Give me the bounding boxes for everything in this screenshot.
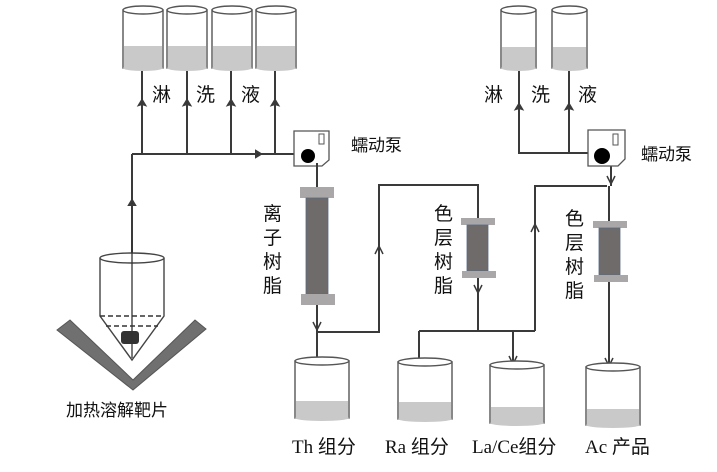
chroma-resin-label-char: 色 [434,203,453,225]
left-eluent-lines [127,71,305,330]
collector-label-ac: Ac 产品 [585,436,650,458]
middle-flow-lines [312,184,607,376]
collector-beaker-ra [397,357,453,422]
collector-label-la-ce: La/Ce组分 [472,436,556,458]
liquid [257,46,295,68]
eluent-bottle [211,5,253,71]
chroma-column-middle [461,218,496,278]
pump-label-left: 蠕动泵 [351,136,402,156]
chroma-resin-label-char: 脂 [434,275,453,297]
chroma-resin-label-char: 色 [565,208,584,230]
collector-beaker-ac [585,362,641,428]
eluent-label-char: 洗 [531,84,550,106]
liquid [168,46,206,68]
eluent-label-char: 液 [241,84,260,106]
eluent-bottle [500,5,537,71]
eluent-label-char: 淋 [484,84,503,106]
right-eluent-lines [513,71,616,186]
collector-beaker-th [294,356,350,421]
collector-beaker-la-ce [489,360,545,426]
collector-label-th: Th 组分 [292,436,356,458]
eluent-label-char: 液 [578,84,597,106]
chroma-column-right [593,186,628,368]
dissolve-label: 加热溶解靶片 [66,401,168,421]
eluent-bottle [166,5,208,71]
liquid [213,46,251,68]
liquid [502,47,535,68]
ion-resin-label-char: 树 [263,251,282,273]
pump-rotor-icon [301,149,315,163]
liquid [124,46,162,68]
ion-resin-label-char: 离 [263,203,282,225]
eluent-bottle [122,5,164,71]
peristaltic-pump-left [293,130,330,167]
chroma-resin-label-char: 脂 [565,280,584,302]
left-eluent-bottles [122,5,297,71]
peristaltic-pump-right [587,129,626,167]
chroma-resin-label-char: 树 [565,256,584,278]
ion-resin-label-char: 子 [263,227,282,249]
chroma-resin-label-char: 树 [434,251,453,273]
chroma-resin-label-char: 层 [565,232,584,254]
liquid [553,47,586,68]
eluent-label-char: 洗 [196,84,215,106]
target-sheet [121,331,139,344]
dissolve-vessel [56,240,207,391]
right-eluent-bottles [500,5,588,71]
pump-label-right: 蠕动泵 [641,145,692,165]
ion-exchange-column [300,163,335,305]
collector-label-ra: Ra 组分 [385,436,449,458]
eluent-bottle [255,5,297,71]
eluent-bottle [551,5,588,71]
ion-resin-label-char: 脂 [263,275,282,297]
eluent-label-char: 淋 [152,84,171,106]
chroma-resin-label-char: 层 [434,227,453,249]
pump-rotor-icon [594,148,610,164]
